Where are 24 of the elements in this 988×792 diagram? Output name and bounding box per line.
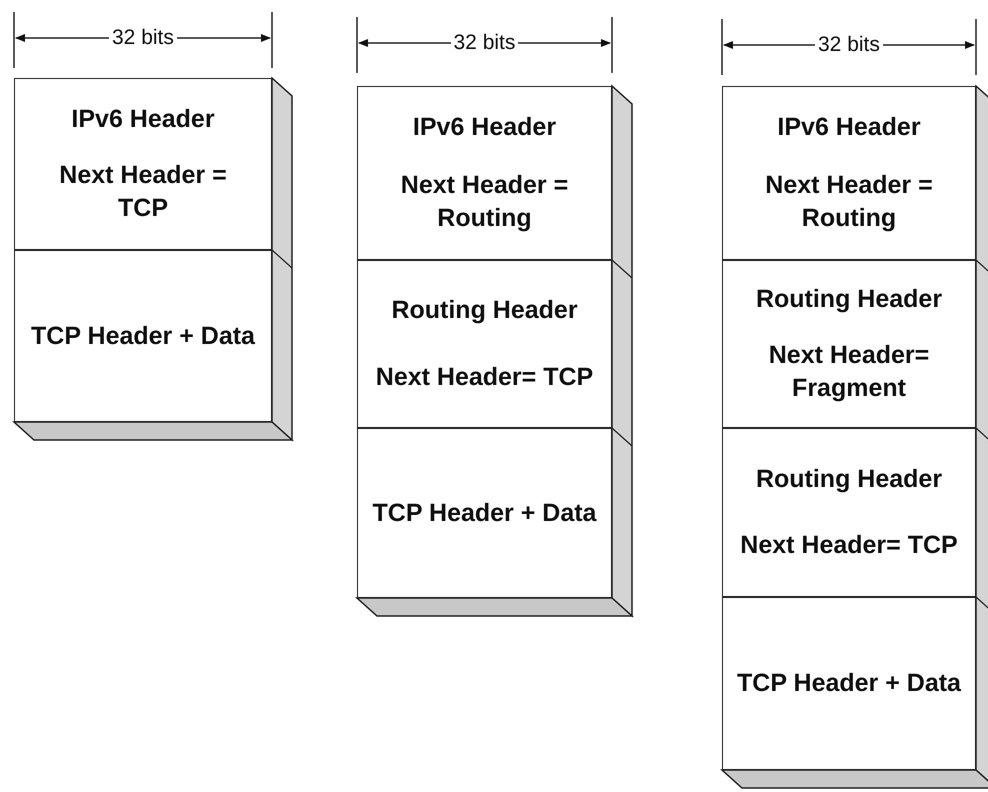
header-field-box xyxy=(357,260,612,428)
field-text: Next Header = Routing xyxy=(400,170,570,234)
field-text: Next Header = Routing xyxy=(764,170,934,234)
header-field-box xyxy=(14,78,272,250)
header-title: Routing Header xyxy=(391,295,578,326)
field-text: Next Header = TCP xyxy=(58,160,228,224)
header-title: IPv6 Header xyxy=(412,112,556,144)
header-title: Routing Header xyxy=(756,284,942,316)
header-field-box xyxy=(357,428,612,598)
header-title: IPv6 Header xyxy=(777,112,921,144)
field-text: TCP Header + Data xyxy=(372,498,596,528)
header-field-box xyxy=(357,86,612,260)
header-title: Routing Header xyxy=(756,464,942,495)
header-field-box xyxy=(722,86,976,260)
header-field-box xyxy=(722,597,976,770)
field-text: Next Header= TCP xyxy=(740,530,958,562)
header-title: IPv6 Header xyxy=(71,104,215,135)
header-field-box xyxy=(14,250,272,422)
field-text: Next Header= Fragment xyxy=(768,340,930,404)
header-field-box xyxy=(722,260,976,428)
field-text: Next Header= TCP xyxy=(376,362,594,393)
field-text: TCP Header + Data xyxy=(31,320,255,352)
field-text: TCP Header + Data xyxy=(737,668,961,699)
header-field-box xyxy=(722,428,976,597)
